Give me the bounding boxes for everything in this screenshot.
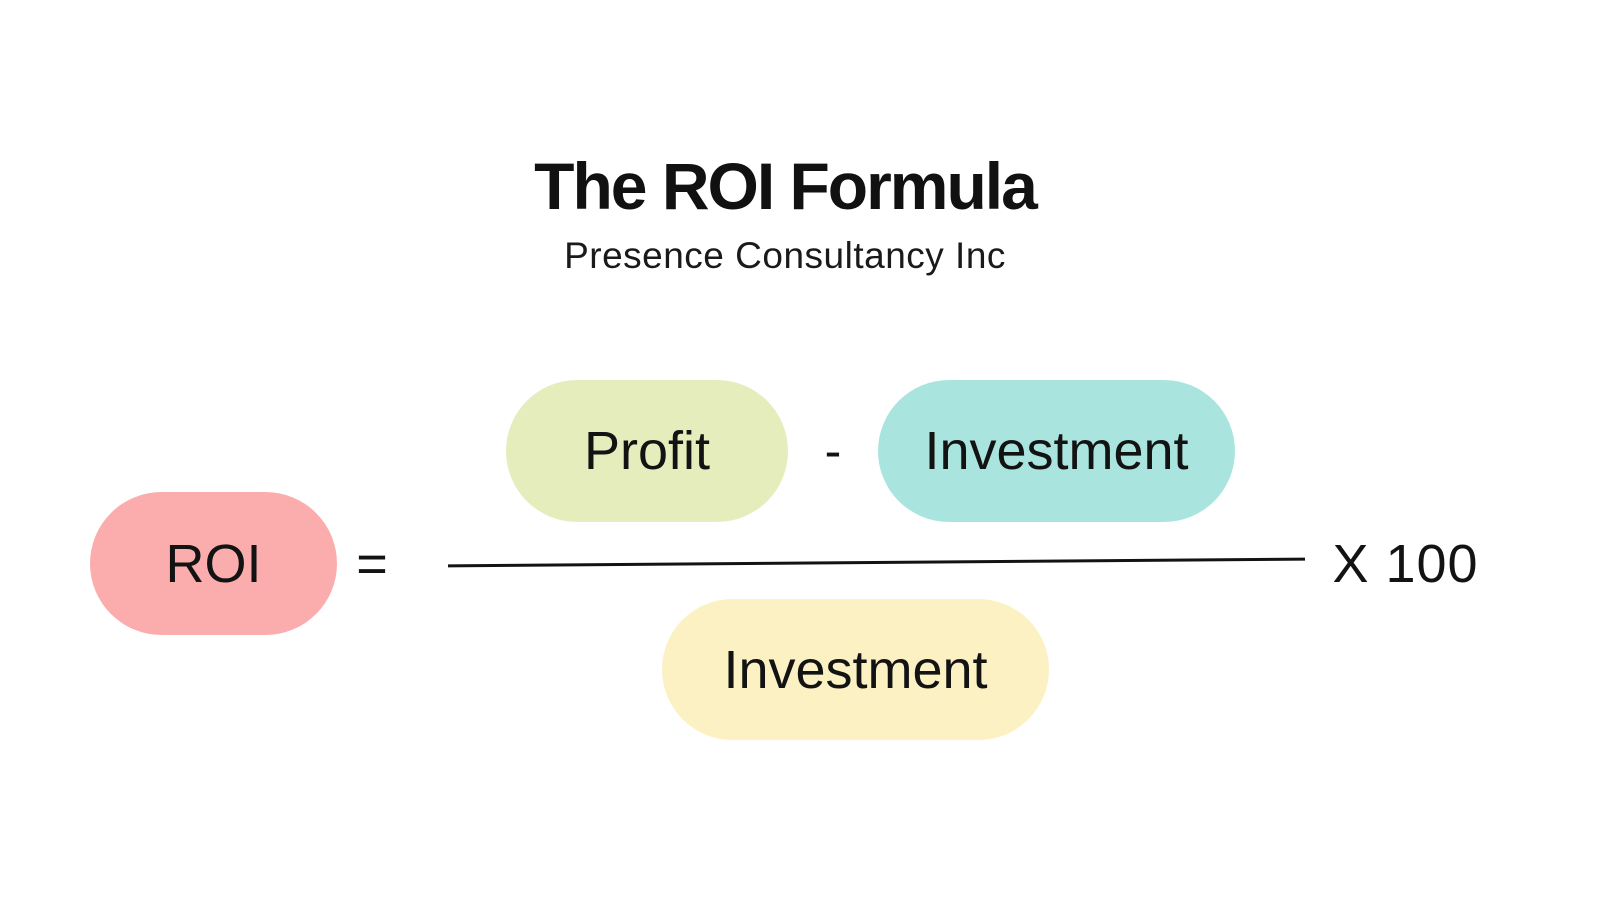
investment-denominator-pill: Investment bbox=[662, 599, 1049, 740]
equals-sign: = bbox=[356, 533, 388, 594]
investment-numerator-label: Investment bbox=[924, 421, 1189, 481]
multiplier-text: X 100 bbox=[1332, 533, 1479, 594]
profit-label: Profit bbox=[583, 421, 711, 481]
investment-numerator-pill: Investment bbox=[878, 380, 1235, 522]
minus-sign: - bbox=[824, 423, 842, 479]
roi-pill: ROI bbox=[90, 492, 337, 635]
header: The ROI Formula Presence Consultancy Inc bbox=[0, 149, 1570, 277]
roi-label: ROI bbox=[165, 533, 262, 594]
page-subtitle: Presence Consultancy Inc bbox=[564, 235, 1006, 277]
page-title: The ROI Formula bbox=[534, 149, 1038, 223]
fraction-bar bbox=[448, 557, 1305, 568]
investment-denominator-label: Investment bbox=[723, 639, 988, 700]
profit-pill: Profit bbox=[506, 380, 788, 522]
